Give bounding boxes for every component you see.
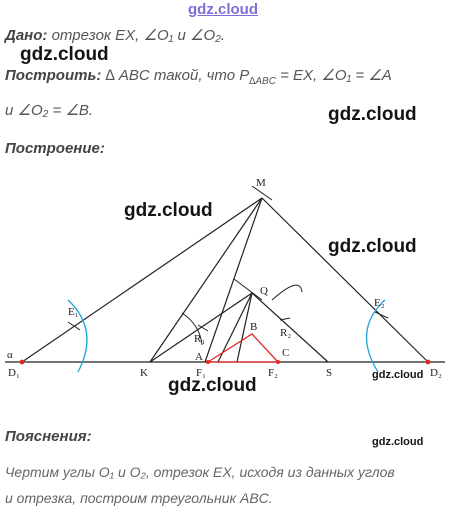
- tick-e2: [374, 311, 389, 319]
- label-s: S: [326, 367, 332, 379]
- label-d2: D₂: [430, 367, 442, 379]
- label-e2: E₂: [374, 297, 385, 309]
- point-d2: [425, 359, 431, 365]
- label-e1: E₁: [68, 306, 79, 318]
- label-q: Q: [260, 285, 268, 297]
- label-b: B: [250, 321, 257, 333]
- label-f1: F₁: [196, 367, 206, 379]
- label-f2: F₂: [268, 367, 278, 379]
- label-c: C: [282, 347, 289, 359]
- tick-m: [251, 185, 273, 201]
- arc-r2: [271, 284, 303, 301]
- given-label: Дано:: [5, 27, 48, 44]
- watermark: gdz.cloud: [372, 436, 424, 448]
- watermark: gdz.cloud: [328, 104, 417, 125]
- segment-k-q: [149, 292, 253, 363]
- tick-q: [233, 278, 263, 301]
- explanation-text-1: Чертим углы O₁ и O₂, отрезок EX, исходя …: [5, 464, 395, 480]
- arc-e1: [67, 299, 88, 373]
- segment-m-d2: [261, 197, 429, 363]
- construction-figure: M Q B C A K S E₁ E₂ R₁ R₂ F₁ F₂ D₁ D₂ α: [5, 177, 445, 379]
- label-a: A: [195, 351, 203, 363]
- segment-f1-m: [204, 197, 263, 363]
- explanation-label: Пояснения:: [5, 428, 92, 445]
- construct-label: Построить:: [5, 67, 102, 84]
- arc-r1: [181, 312, 203, 346]
- point-f2: [276, 360, 280, 364]
- construction-label: Построение:: [5, 140, 105, 157]
- tick-e1: [67, 321, 81, 331]
- explanation-text-2: и отрезка, построим треугольник ABC.: [5, 490, 273, 506]
- triangle-abc: [205, 333, 280, 363]
- given-text: отрезок EX, ∠O₁ и ∠O₂.: [51, 27, 226, 44]
- segment-k-m: [149, 197, 263, 363]
- watermark: gdz.cloud: [20, 44, 109, 65]
- segment-q-s: [251, 292, 329, 363]
- watermark: gdz.cloud: [168, 375, 257, 396]
- point-f1: [206, 360, 210, 364]
- label-m: M: [256, 177, 266, 189]
- point-d1: [19, 359, 25, 365]
- given-line: Дано: отрезок EX, ∠O₁ и ∠O₂.: [5, 26, 225, 44]
- site-title[interactable]: gdz.cloud: [188, 1, 258, 18]
- construct-text-a: ∆ ABC такой, что P: [105, 67, 250, 84]
- label-r1: R₁: [194, 333, 205, 345]
- arc-e2: [365, 299, 386, 373]
- watermark: gdz.cloud: [124, 200, 213, 221]
- segment-d1-m: [21, 197, 263, 363]
- watermark: gdz.cloud: [328, 236, 417, 257]
- label-k: K: [140, 367, 148, 379]
- segment-a-q: [217, 292, 253, 363]
- construct-text-b: = EX, ∠O₁ = ∠A: [280, 67, 392, 84]
- tick-r2: [279, 317, 291, 321]
- construct-line: Построить: ∆ ABC такой, что P∆ABC = EX, …: [5, 66, 392, 87]
- construct-subscript: ∆ABC: [249, 76, 276, 87]
- label-r2: R₂: [280, 327, 291, 339]
- label-d1: D₁: [8, 367, 20, 379]
- construct-line-2: и ∠O₂ = ∠B.: [5, 102, 94, 119]
- tick-r1: [197, 324, 209, 332]
- watermark: gdz.cloud: [372, 369, 424, 381]
- segment-b-q: [236, 292, 253, 363]
- label-alpha: α: [7, 349, 13, 361]
